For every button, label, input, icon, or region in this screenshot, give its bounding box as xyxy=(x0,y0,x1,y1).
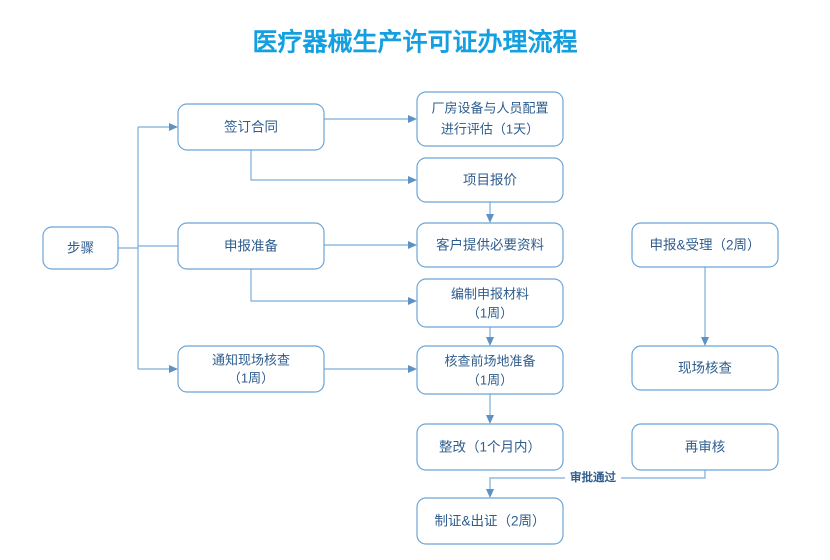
node-notify-onsite-shape[interactable] xyxy=(177,345,325,393)
arrowhead-start-to-notify-onsite xyxy=(169,365,178,373)
node-client-docs[interactable]: 客户提供必要资料 xyxy=(416,222,564,268)
node-facility-eval-shape[interactable] xyxy=(416,91,564,147)
edge-declare-prep-to-prepare-docs xyxy=(250,269,409,302)
arrowhead-notify-onsite-to-site-prep xyxy=(408,365,417,373)
node-site-prep-label-line1: 核查前场地准备 xyxy=(444,353,535,368)
node-rectify[interactable]: 整改（1个月内） xyxy=(416,423,564,471)
node-issue-cert-shape[interactable] xyxy=(416,497,564,545)
node-site-prep[interactable]: 核查前场地准备 （1周） xyxy=(416,345,564,395)
page-title: 医疗器械生产许可证办理流程 xyxy=(252,28,577,57)
node-client-docs-shape[interactable] xyxy=(416,222,564,268)
node-rectify-shape[interactable] xyxy=(416,423,564,471)
node-site-prep-shape[interactable] xyxy=(416,345,564,395)
node-declare-accept[interactable]: 申报&受理（2周） xyxy=(631,222,779,268)
node-declare-prep-shape[interactable] xyxy=(177,222,325,270)
node-project-quote-label: 项目报价 xyxy=(463,173,517,188)
arrowhead-sign-contract-to-project-quote xyxy=(408,176,417,184)
node-onsite-check-shape[interactable] xyxy=(631,345,779,391)
node-re-review[interactable]: 再审核 xyxy=(631,423,779,471)
node-facility-eval[interactable]: 厂房设备与人员配置 进行评估（1天） xyxy=(416,91,564,147)
node-project-quote-shape[interactable] xyxy=(416,157,564,203)
node-declare-prep[interactable]: 申报准备 xyxy=(177,222,325,270)
node-prepare-docs[interactable]: 编制申报材料 （1周） xyxy=(416,278,564,328)
edge-layer: 审批通过 xyxy=(118,115,709,498)
edge-label-approved: 审批通过 xyxy=(570,470,616,484)
arrowhead-start-to-sign-contract xyxy=(169,123,178,131)
node-issue-cert-label: 制证&出证（2周） xyxy=(434,514,545,529)
arrowhead-declare-accept-to-onsite-check xyxy=(701,337,709,346)
arrowhead-project-quote-to-client-docs xyxy=(486,214,494,223)
edge-sign-contract-to-project-quote xyxy=(250,150,409,181)
arrowhead-sign-contract-to-facility-eval xyxy=(408,115,417,123)
node-rectify-label: 整改（1个月内） xyxy=(439,440,541,455)
node-start[interactable]: 步骤 xyxy=(42,226,119,270)
node-re-review-shape[interactable] xyxy=(631,423,779,471)
node-start-shape[interactable] xyxy=(42,226,119,270)
node-sign-contract-shape[interactable] xyxy=(177,103,325,151)
edge-label-backdrop xyxy=(565,469,621,487)
arrowhead-declare-prep-to-prepare-docs xyxy=(408,297,417,305)
node-prepare-docs-label-line1: 编制申报材料 xyxy=(451,286,529,301)
node-onsite-check[interactable]: 现场核查 xyxy=(631,345,779,391)
node-facility-eval-label-line1: 厂房设备与人员配置 xyxy=(431,100,548,115)
arrowhead-prepare-docs-to-site-prep xyxy=(486,337,494,346)
node-re-review-label: 再审核 xyxy=(685,440,726,455)
node-notify-onsite-label-line1: 通知现场核查 xyxy=(212,352,290,367)
node-onsite-check-label: 现场核查 xyxy=(678,361,732,376)
node-start-label: 步骤 xyxy=(67,241,94,256)
node-facility-eval-label-line2: 进行评估（1天） xyxy=(441,121,539,136)
arrowhead-site-prep-to-rectify xyxy=(486,415,494,424)
node-project-quote[interactable]: 项目报价 xyxy=(416,157,564,203)
node-site-prep-label-line2: （1周） xyxy=(467,372,513,387)
node-declare-accept-shape[interactable] xyxy=(631,222,779,268)
arrowhead-re-review-to-issue-cert xyxy=(486,489,494,498)
node-notify-onsite-label-line2: （1周） xyxy=(228,370,274,385)
node-notify-onsite[interactable]: 通知现场核查 （1周） xyxy=(177,345,325,393)
node-declare-accept-label: 申报&受理（2周） xyxy=(649,238,760,253)
node-declare-prep-label: 申报准备 xyxy=(224,238,278,254)
node-sign-contract-label: 签订合同 xyxy=(224,119,278,135)
node-prepare-docs-label-line2: （1周） xyxy=(467,305,513,320)
node-client-docs-label: 客户提供必要资料 xyxy=(436,237,544,253)
arrowhead-declare-prep-to-client-docs xyxy=(408,241,417,249)
node-prepare-docs-shape[interactable] xyxy=(416,278,564,328)
node-layer: 步骤 签订合同 申报准备 通知现场核查 （1周） 厂房设备与人员配置 xyxy=(42,91,779,545)
node-sign-contract[interactable]: 签订合同 xyxy=(177,103,325,151)
node-issue-cert[interactable]: 制证&出证（2周） xyxy=(416,497,564,545)
